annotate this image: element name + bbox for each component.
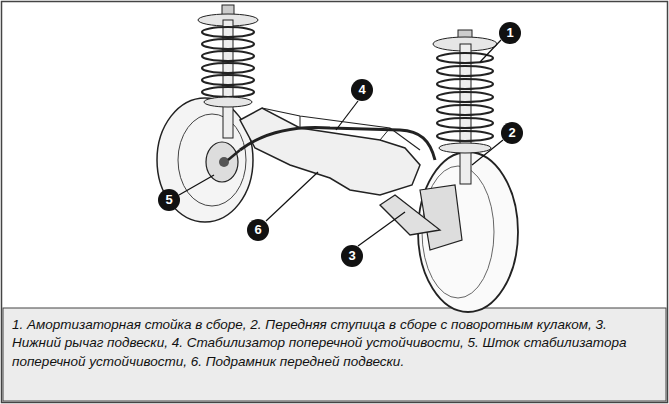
figure-caption: 1. Амортизаторная стойка в сборе, 2. Пер… — [12, 316, 657, 371]
callout-text: 5 — [165, 192, 172, 207]
callout-text: 3 — [348, 248, 355, 263]
callout-number: 3 — [341, 245, 363, 267]
callout-number: 6 — [247, 219, 269, 241]
callout-number: 2 — [501, 122, 523, 144]
callout-text: 1 — [506, 25, 513, 40]
callout-number: 1 — [499, 22, 521, 44]
callout-number: 5 — [158, 189, 180, 211]
callout-text: 4 — [358, 82, 365, 97]
callout-text: 2 — [508, 125, 515, 140]
callout-text: 6 — [254, 222, 261, 237]
callout-number: 4 — [351, 79, 373, 101]
